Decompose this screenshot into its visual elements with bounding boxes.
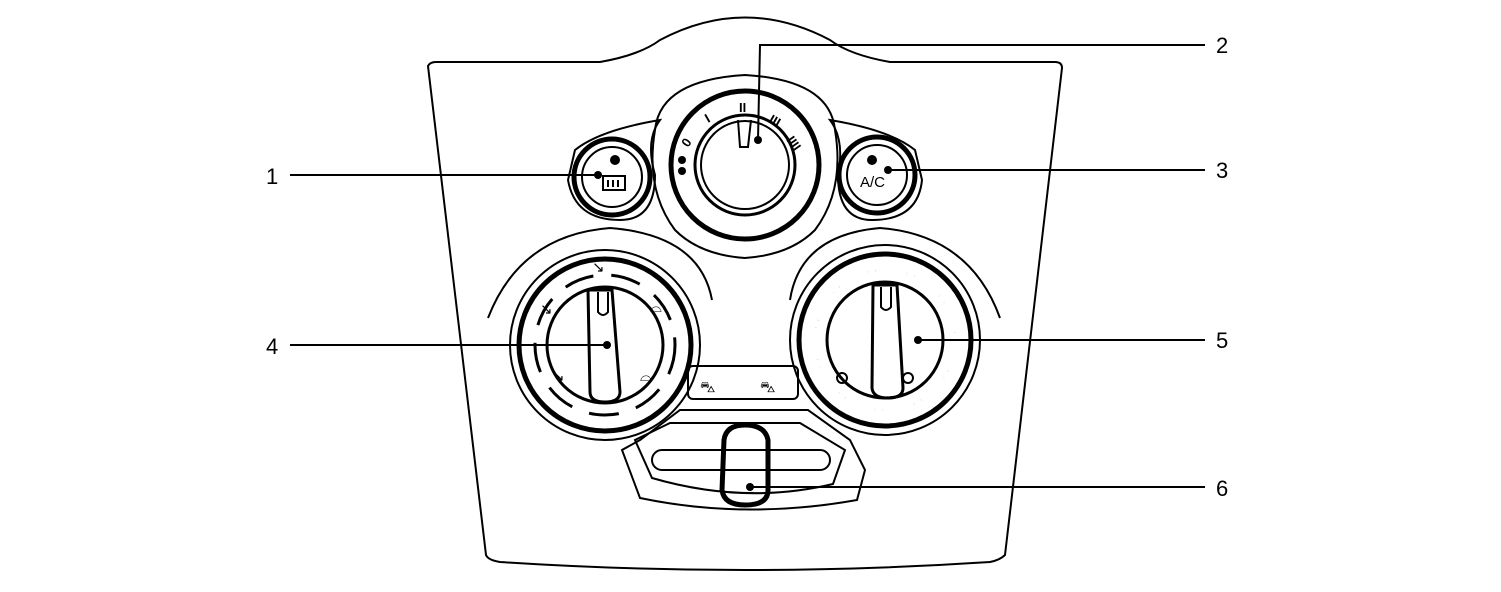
callout-6: 6 (746, 476, 1228, 501)
foot-icon: ↘ (552, 368, 565, 385)
rear-defroster-icon (602, 175, 626, 191)
callout-4: 4 (266, 334, 611, 359)
callout-2: 2 (754, 33, 1228, 144)
indicator-light-icon (610, 155, 620, 165)
air-flow-mode-dial[interactable]: ↘ ↘ ↘ ⌓ ⌓ (487, 226, 713, 441)
svg-text:3: 3 (1216, 158, 1228, 183)
fan-tick-2: II (739, 100, 746, 115)
callout-3: 3 (884, 158, 1228, 183)
rear-defroster-button[interactable] (566, 118, 663, 222)
svg-text:1: 1 (266, 164, 278, 189)
temperature-dial[interactable] (789, 226, 1001, 436)
ac-button[interactable]: A/C (827, 118, 924, 222)
svg-text:5: 5 (1216, 328, 1228, 353)
indicator-light-icon (867, 155, 877, 165)
ac-label: A/C (860, 174, 885, 191)
fan-tick-4: IIII (784, 133, 805, 153)
fan-tick-0: 0 (678, 135, 694, 150)
svg-text:4: 4 (266, 334, 278, 359)
panel-outline (426, 16, 1064, 571)
svg-text:6: 6 (1216, 476, 1228, 501)
bi-level-icon: ↘ (540, 301, 553, 318)
callout-1: 1 (266, 164, 602, 189)
fan-speed-dial[interactable]: 0 I II III IIII (651, 73, 839, 260)
fresh-air-icon: ⛍ (700, 379, 715, 396)
fan-icon (678, 156, 686, 175)
air-intake-lever[interactable] (620, 409, 867, 511)
foot-defrost-icon: ⌓ (650, 299, 662, 316)
air-intake-indicator: ⛍ ⛍ (687, 365, 799, 400)
callout-5: 5 (914, 328, 1228, 353)
face-vent-icon: ↘ (592, 259, 605, 276)
recirculate-icon: ⛍ (760, 379, 775, 396)
fan-tick-1: I (702, 111, 713, 126)
svg-text:2: 2 (1216, 33, 1228, 58)
defrost-icon: ⌓ (640, 368, 652, 385)
